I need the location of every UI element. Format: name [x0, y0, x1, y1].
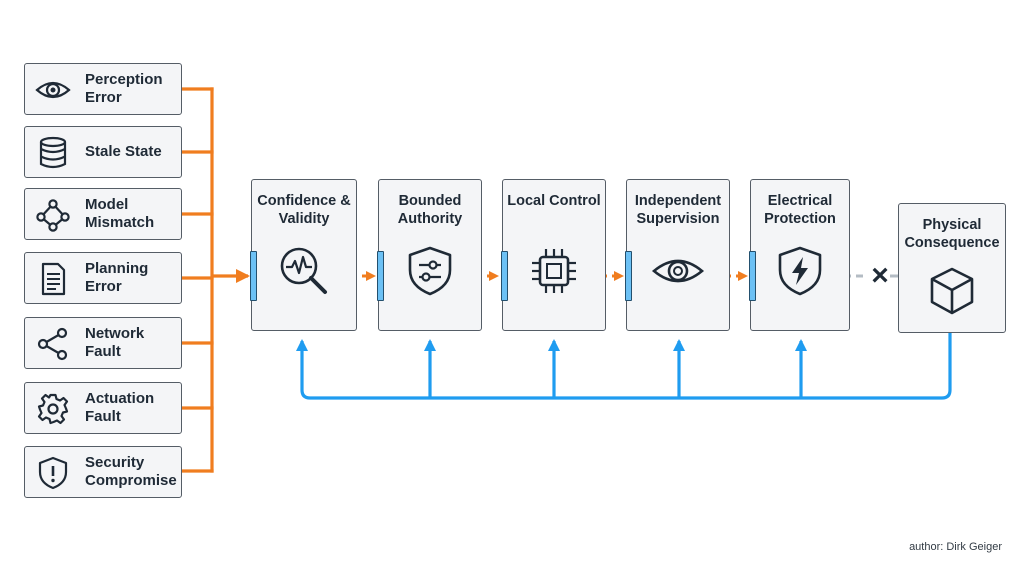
blocked-marker: × [871, 259, 889, 292]
magnifier-pulse-icon [280, 247, 327, 294]
gate-marker-3 [501, 251, 508, 301]
gate-marker-1 [250, 251, 257, 301]
stage-confidence-validity: Confidence & Validity [251, 179, 357, 331]
feedback-loop [296, 333, 952, 400]
author-credit: author: Dirk Geiger [909, 541, 1002, 553]
fault-perception-error: Perception Error [24, 63, 182, 115]
fault-label: Stale State [85, 143, 162, 160]
fault-security-compromise: Security Compromise [24, 446, 182, 498]
fault-feed-lines [181, 87, 214, 473]
share-nodes-icon [37, 327, 68, 361]
fault-label: Planning Error [85, 260, 149, 295]
gate-marker-2 [377, 251, 384, 301]
stage-independent-supervision: Independent Supervision [626, 179, 730, 331]
stage-title: Independent Supervision [634, 193, 722, 227]
gate-marker-5 [749, 251, 756, 301]
feedback-main-line [296, 333, 952, 400]
graph-nodes-icon [36, 199, 70, 232]
stage-local-control: Local Control [502, 179, 606, 331]
fault-label: Network Fault [85, 325, 145, 360]
fault-label: Perception Error [85, 71, 163, 106]
fault-network-fault: Network Fault [24, 317, 182, 369]
fault-model-mismatch: Model Mismatch [24, 188, 182, 240]
eye-icon [651, 259, 705, 283]
fault-stale-state: Stale State [24, 126, 182, 178]
fault-label: Model Mismatch [85, 196, 155, 231]
chip-icon [532, 249, 576, 293]
stage-title: Confidence & Validity [257, 193, 351, 227]
gear-icon [37, 393, 69, 425]
fault-label: Actuation Fault [85, 390, 155, 425]
eye-icon [35, 81, 71, 99]
document-icon [41, 262, 66, 296]
shield-alert-icon [38, 456, 68, 490]
fault-label: Security Compromise [85, 454, 177, 489]
fault-planning-error: Planning Error [24, 252, 182, 304]
database-icon [39, 136, 67, 169]
physical-consequence-box: Physical Consequence [898, 203, 1006, 333]
stage-title: Local Control [507, 193, 601, 209]
stage-title: Electrical Protection [764, 193, 836, 227]
stage-title: Bounded Authority [397, 193, 463, 227]
consequence-title: Physical Consequence [904, 217, 1000, 251]
shield-sliders-icon [408, 246, 452, 296]
cube-icon [930, 267, 974, 315]
gate-marker-4 [625, 251, 632, 301]
stage-bounded-authority: Bounded Authority [378, 179, 482, 331]
shield-bolt-icon [778, 246, 822, 296]
stage-electrical-protection: Electrical Protection [750, 179, 850, 331]
fault-actuation-fault: Actuation Fault [24, 382, 182, 434]
